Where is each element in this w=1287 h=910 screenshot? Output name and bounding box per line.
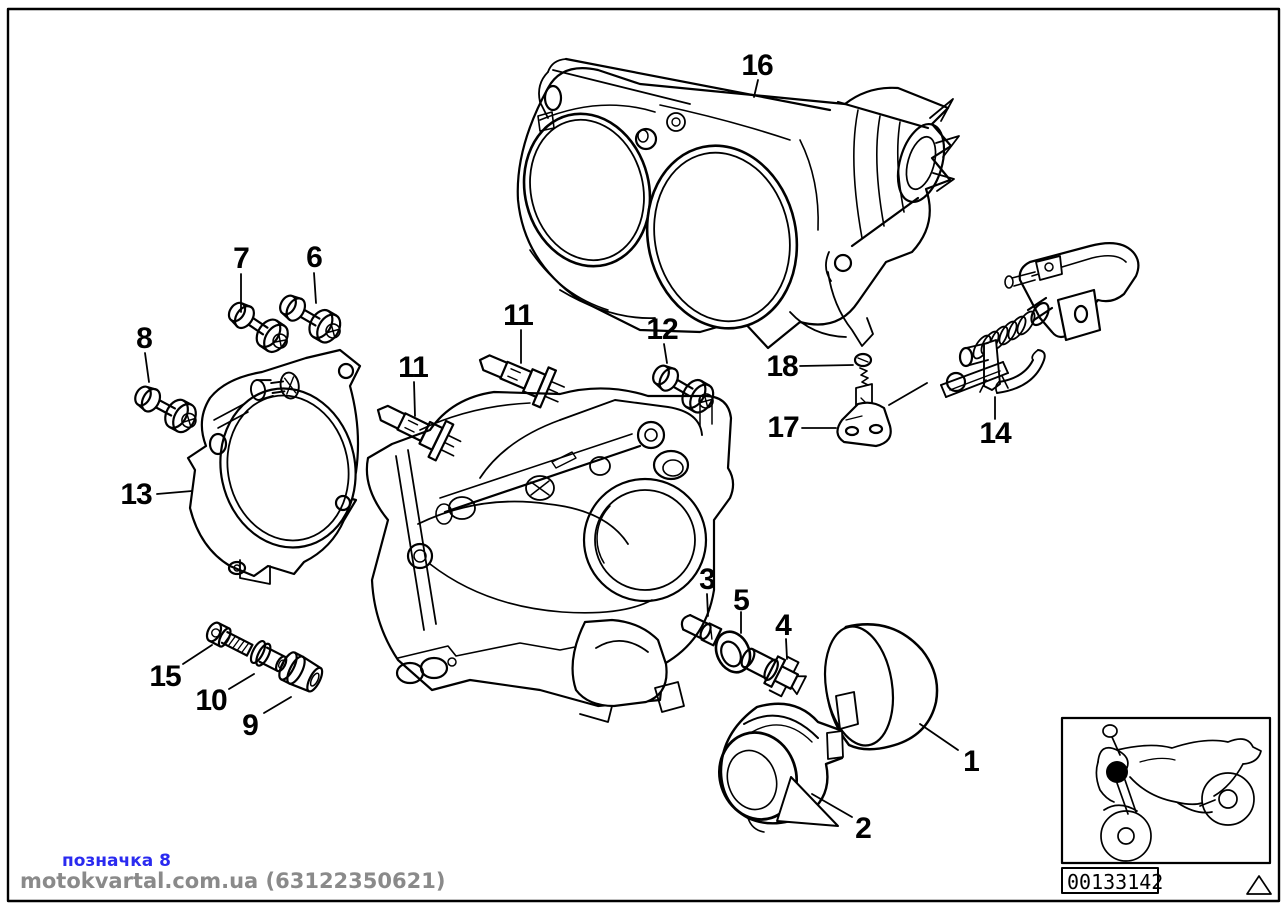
print-triangle-icon bbox=[1246, 875, 1272, 895]
screw-15 bbox=[205, 621, 254, 657]
callout-14: 14 bbox=[979, 417, 1011, 450]
callout-8: 8 bbox=[136, 322, 153, 355]
callout-4: 4 bbox=[775, 609, 792, 642]
bracket-17 bbox=[836, 383, 892, 448]
headlight-unit-16 bbox=[516, 57, 960, 350]
adjusting-screw-7 bbox=[227, 301, 289, 354]
cover-cap-1 bbox=[823, 623, 939, 751]
callout-5: 5 bbox=[733, 584, 750, 617]
page-border bbox=[6, 7, 1281, 903]
diagram-code: 00133142 bbox=[1067, 870, 1164, 894]
callout-2: 2 bbox=[855, 812, 872, 845]
headlight-housing-rear bbox=[365, 387, 735, 723]
bulb-3 bbox=[680, 614, 723, 647]
callout-13: 13 bbox=[120, 478, 152, 511]
callout-7: 7 bbox=[233, 242, 250, 275]
callout-3: 3 bbox=[699, 563, 716, 596]
callout-1: 1 bbox=[963, 745, 980, 778]
mounting-ring-13 bbox=[186, 348, 362, 585]
screw-18 bbox=[853, 352, 873, 386]
callout-12: 12 bbox=[646, 313, 678, 346]
callout-9: 9 bbox=[242, 709, 259, 742]
halogen-bulb-11-left bbox=[376, 404, 462, 462]
halogen-bulb-11-middle bbox=[478, 354, 565, 409]
callout-18: 18 bbox=[766, 350, 798, 383]
callout-6: 6 bbox=[306, 241, 323, 274]
diagram-code-box bbox=[1061, 867, 1159, 894]
callout-17: 17 bbox=[767, 411, 799, 444]
thumbnail-box bbox=[1060, 716, 1272, 895]
adjuster-mechanism-14 bbox=[940, 241, 1140, 398]
o-ring-5 bbox=[714, 630, 752, 674]
watermark-tag-link[interactable]: позначка 8 bbox=[62, 851, 171, 871]
adjusting-screw-8 bbox=[134, 385, 197, 434]
bulb-socket-4 bbox=[740, 647, 807, 698]
grommet-9 bbox=[278, 651, 324, 693]
ring-adjusting-screw bbox=[249, 371, 300, 401]
adjusting-screw-12 bbox=[652, 364, 715, 414]
watermark-site-credit: motokvartal.com.ua (63122350621) bbox=[20, 869, 446, 893]
leader-lines bbox=[144, 79, 996, 818]
headlight-highlight-dot bbox=[1106, 761, 1128, 783]
callout-15: 15 bbox=[149, 660, 181, 693]
callout-16: 16 bbox=[741, 49, 773, 82]
callout-10: 10 bbox=[195, 684, 227, 717]
callout-11-middle: 11 bbox=[503, 299, 534, 332]
housing-cover-2 bbox=[717, 702, 844, 833]
adjusting-screw-6 bbox=[279, 294, 342, 344]
motorcycle-locator-icon bbox=[1095, 724, 1262, 862]
bushing-10 bbox=[249, 639, 288, 673]
callout-11-left: 11 bbox=[398, 351, 429, 384]
